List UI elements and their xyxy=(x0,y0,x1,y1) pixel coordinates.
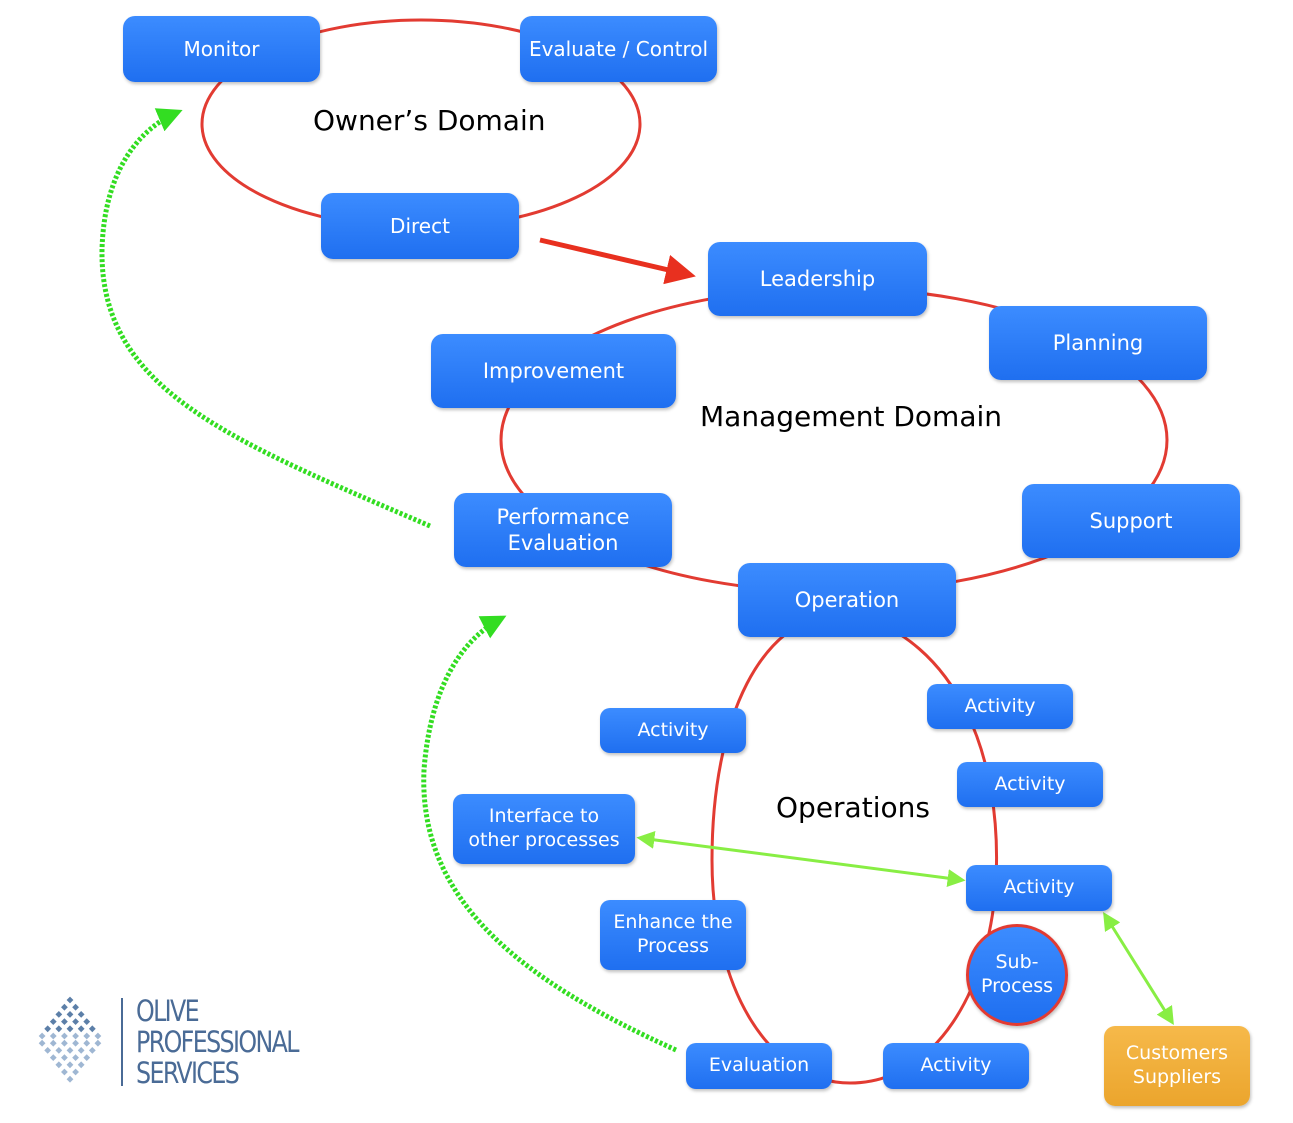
evaluation-node[interactable]: Evaluation xyxy=(686,1043,832,1089)
logo-dot xyxy=(44,1025,52,1033)
logo-dot xyxy=(77,1047,85,1054)
logo-dot xyxy=(72,1032,79,1040)
logo-dot xyxy=(61,1039,68,1047)
olive-logo-icon xyxy=(38,996,102,1083)
activity-node-bottom[interactable]: Activity xyxy=(883,1043,1029,1089)
logo-dot xyxy=(72,1003,79,1011)
enhance-process-node[interactable]: Enhance the Process xyxy=(600,900,746,970)
activity-node-right-3[interactable]: Activity xyxy=(966,865,1112,911)
owner-domain-title: Owner’s Domain xyxy=(313,104,546,137)
logo-dot xyxy=(61,1032,68,1040)
logo-dot xyxy=(88,1047,96,1054)
activity-node-left[interactable]: Activity xyxy=(600,708,746,753)
management-domain-title: Management Domain xyxy=(700,400,1002,433)
logo-dot xyxy=(66,1025,74,1033)
logo-dot xyxy=(55,1047,63,1054)
logo-divider xyxy=(121,998,123,1086)
support-node[interactable]: Support xyxy=(1022,484,1240,558)
interface-node[interactable]: Interface to other processes xyxy=(453,794,635,864)
monitor-node[interactable]: Monitor xyxy=(123,16,320,82)
evaluation-to-performance-feedback-arrow xyxy=(421,615,678,1053)
logo-dot xyxy=(61,1054,68,1061)
logo-line-professional: PROFESSIONAL xyxy=(136,1025,299,1059)
logo-dot xyxy=(72,1039,79,1047)
logo-dot xyxy=(83,1032,91,1040)
logo-dot xyxy=(94,1032,102,1040)
logo-dot xyxy=(72,1018,79,1025)
activity-node-right-1[interactable]: Activity xyxy=(927,684,1073,729)
logo-dot xyxy=(44,1047,52,1054)
activity-node-right-2[interactable]: Activity xyxy=(957,762,1103,807)
logo-dot xyxy=(61,1003,68,1011)
customers-suppliers-node[interactable]: Customers Suppliers xyxy=(1104,1026,1250,1106)
performance-to-monitor-feedback-arrow xyxy=(99,108,431,529)
logo-dot xyxy=(66,1075,74,1083)
logo-dot xyxy=(66,1047,74,1054)
logo-dot xyxy=(38,1039,46,1047)
operation-node[interactable]: Operation xyxy=(738,563,956,637)
interface-activity-link xyxy=(636,830,966,888)
logo-dot xyxy=(66,1061,74,1069)
leadership-node[interactable]: Leadership xyxy=(708,242,927,316)
logo-line-olive: OLIVE xyxy=(136,994,200,1028)
activity-customers-link xyxy=(1103,911,1174,1026)
logo-dot xyxy=(61,1068,68,1076)
logo-dot xyxy=(66,1011,74,1018)
logo-dot xyxy=(55,1025,63,1033)
logo-dot xyxy=(72,1054,79,1061)
logo-dot xyxy=(55,1061,63,1069)
logo-dot xyxy=(49,1032,57,1040)
direct-to-leadership-arrow xyxy=(539,237,696,285)
planning-node[interactable]: Planning xyxy=(989,306,1207,380)
logo-dot xyxy=(49,1018,57,1025)
logo-dot xyxy=(77,1025,85,1033)
sub-process-node[interactable]: Sub- Process xyxy=(966,924,1068,1026)
logo-dot xyxy=(61,1018,68,1025)
logo-dot xyxy=(83,1018,91,1025)
logo-dot xyxy=(83,1054,91,1061)
improvement-node[interactable]: Improvement xyxy=(431,334,676,408)
logo-dot xyxy=(83,1039,91,1047)
logo-dot xyxy=(38,1032,46,1040)
direct-node[interactable]: Direct xyxy=(321,193,519,259)
logo-dot xyxy=(66,996,74,1004)
logo-line-services: SERVICES xyxy=(136,1056,240,1090)
logo-dot xyxy=(77,1011,85,1018)
logo-dot xyxy=(72,1068,79,1076)
performance-evaluation-node[interactable]: Performance Evaluation xyxy=(454,493,672,567)
evaluate-control-node[interactable]: Evaluate / Control xyxy=(520,16,717,82)
operations-title: Operations xyxy=(776,791,930,824)
logo-dot xyxy=(55,1011,63,1018)
operations-loop xyxy=(710,610,999,1085)
logo-dot xyxy=(49,1039,57,1047)
logo-dot xyxy=(88,1025,96,1033)
logo-dot xyxy=(49,1054,57,1061)
logo-dot xyxy=(77,1061,85,1069)
logo-dot xyxy=(94,1039,102,1047)
